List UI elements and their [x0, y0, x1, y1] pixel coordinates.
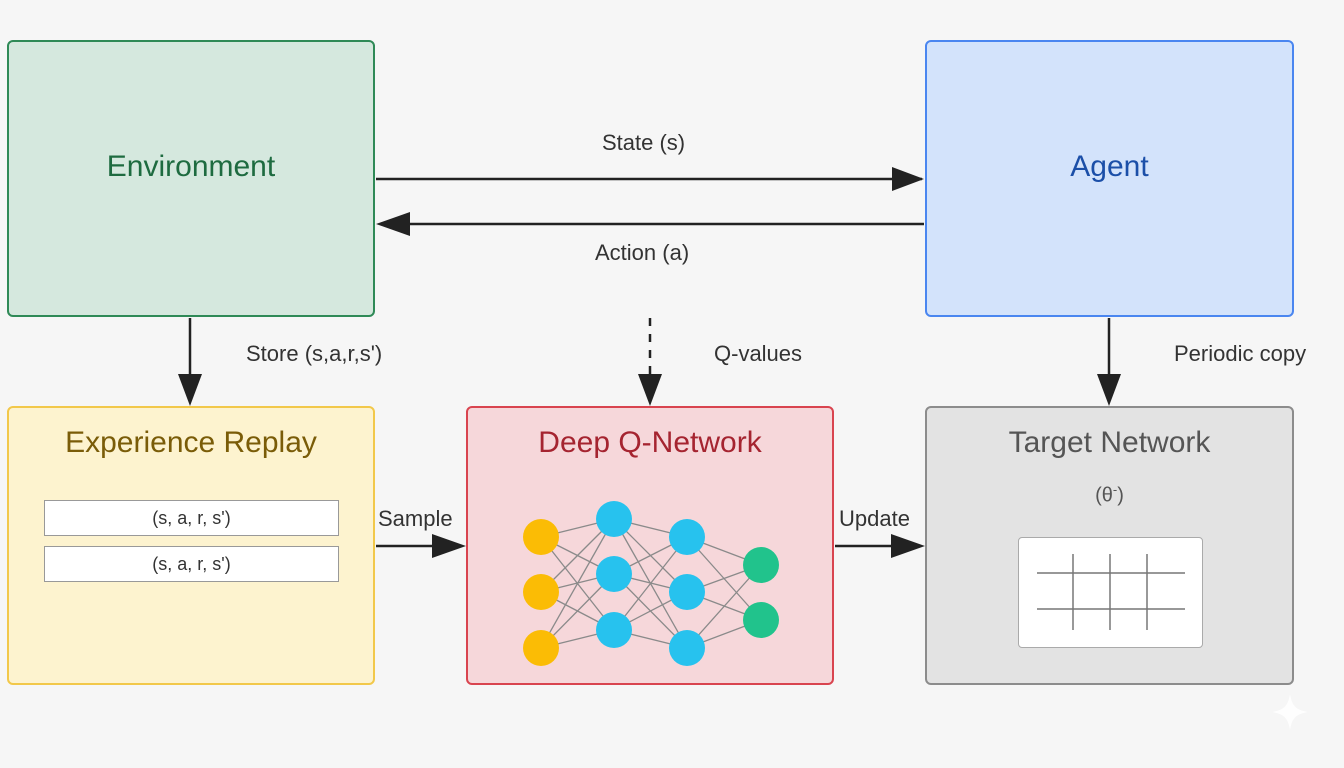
store-arrowhead	[178, 374, 202, 406]
network-connection	[612, 536, 688, 630]
update-arrowhead	[891, 534, 925, 558]
sparkle-icon	[1272, 694, 1308, 730]
replay-tuple: (s, a, r, s')	[44, 500, 339, 536]
hidden-node	[668, 629, 705, 666]
periodic-copy-label: Periodic copy	[1174, 341, 1307, 366]
action-label: Action (a)	[595, 240, 690, 265]
experience-replay-box: Experience Replay (s, a, r, s') (s, a, r…	[7, 406, 375, 685]
target-network-title: Target Network	[1008, 426, 1211, 459]
hidden-node	[668, 573, 705, 610]
hidden-node	[668, 518, 705, 555]
input-node	[522, 573, 559, 610]
replay-tuple: (s, a, r, s')	[44, 546, 339, 582]
periodic-copy-arrowhead	[1097, 374, 1121, 406]
input-node	[522, 629, 559, 666]
state-arrowhead	[892, 167, 924, 191]
input-node	[522, 518, 559, 555]
sample-arrowhead	[432, 534, 466, 558]
weights-grid-icon	[1037, 554, 1185, 630]
update-label: Update	[839, 506, 910, 531]
network-connection	[539, 518, 615, 648]
agent-box: Agent	[925, 40, 1294, 317]
q-values-label: Q-values	[714, 341, 803, 366]
state-label: State (s)	[602, 130, 686, 155]
agent-title: Agent	[1070, 150, 1149, 183]
target-network-box: Target Network (θ-)	[925, 406, 1294, 685]
dqn-title: Deep Q-Network	[538, 426, 762, 459]
environment-title: Environment	[106, 150, 276, 183]
neural-network-diagram	[522, 500, 779, 666]
hidden-node	[595, 555, 632, 592]
store-label: Store (s,a,r,s')	[246, 341, 383, 366]
network-connection	[686, 564, 761, 648]
experience-replay-title: Experience Replay	[65, 426, 317, 459]
q-values-arrowhead	[638, 374, 662, 406]
action-arrowhead	[376, 212, 410, 236]
target-weights-panel	[1018, 537, 1203, 648]
output-node	[742, 546, 779, 583]
hidden-node	[595, 500, 632, 537]
output-node	[742, 601, 779, 638]
hidden-node	[595, 611, 632, 648]
environment-box: Environment	[7, 40, 375, 317]
target-theta-label: (θ-)	[1095, 482, 1124, 507]
dqn-box: Deep Q-Network	[466, 406, 834, 685]
sample-label: Sample	[378, 506, 453, 531]
